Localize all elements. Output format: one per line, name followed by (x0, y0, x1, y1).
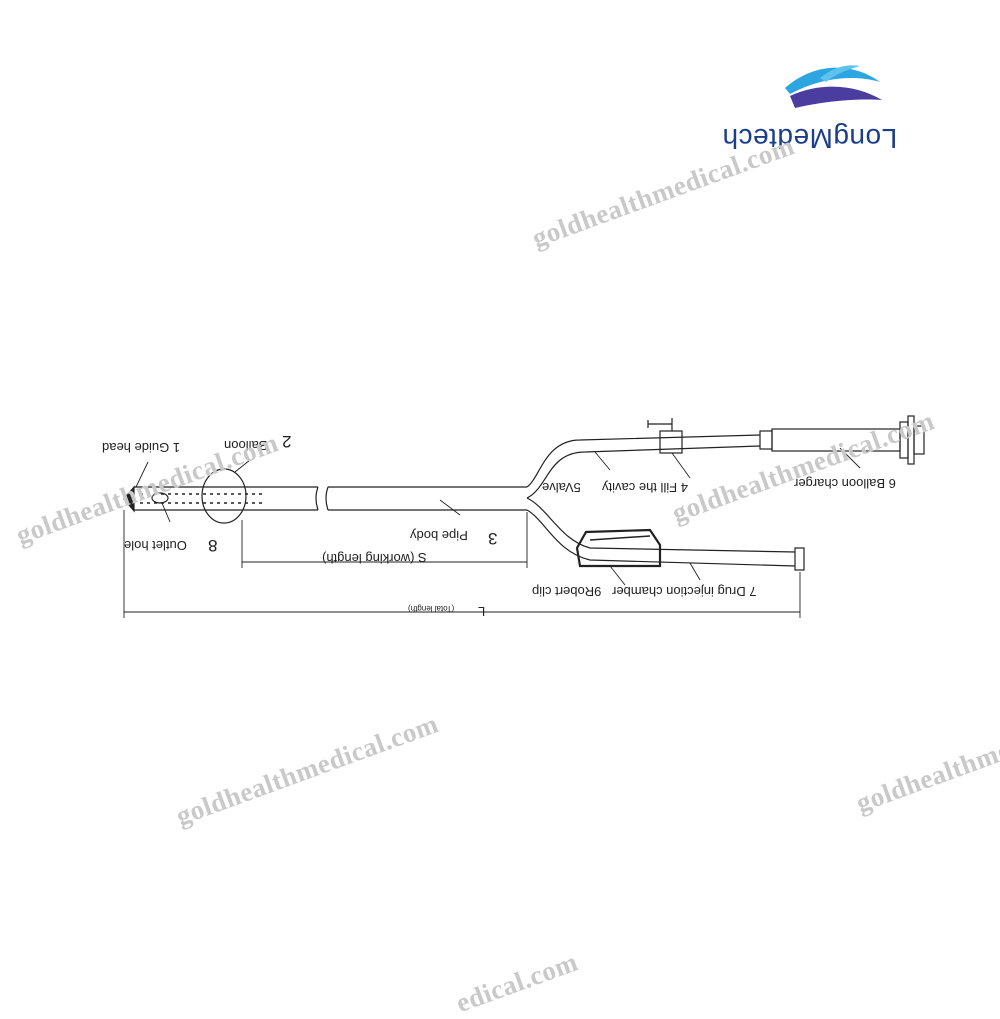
balloon-shape (201, 468, 247, 524)
label-total-note: (Total length) (408, 604, 455, 613)
label-balloon-number: 2 (282, 432, 292, 451)
label-total-symbol: L (478, 604, 486, 619)
label-outlet-number: 8 (208, 536, 218, 555)
label-robert-clip: 9Robert clip (532, 584, 602, 599)
label-pipe-body-number: 3 (488, 529, 498, 548)
label-guide-head: 1 Guide head (102, 440, 181, 455)
label-pipe-body: Pipe body (410, 528, 468, 543)
label-drug-chamber: 7 Drug injection chamber (612, 584, 757, 599)
robert-clip (575, 528, 662, 568)
label-fill-cavity: 4 Fill the cavity (602, 480, 688, 495)
guide-head-tip (123, 485, 135, 513)
valve-body (659, 430, 683, 454)
label-working-note: (working length) (322, 551, 415, 566)
label-outlet-hole: Outlet hole (124, 538, 187, 553)
label-valve: 5Valve (542, 480, 581, 495)
label-working-symbol: S (418, 550, 427, 565)
